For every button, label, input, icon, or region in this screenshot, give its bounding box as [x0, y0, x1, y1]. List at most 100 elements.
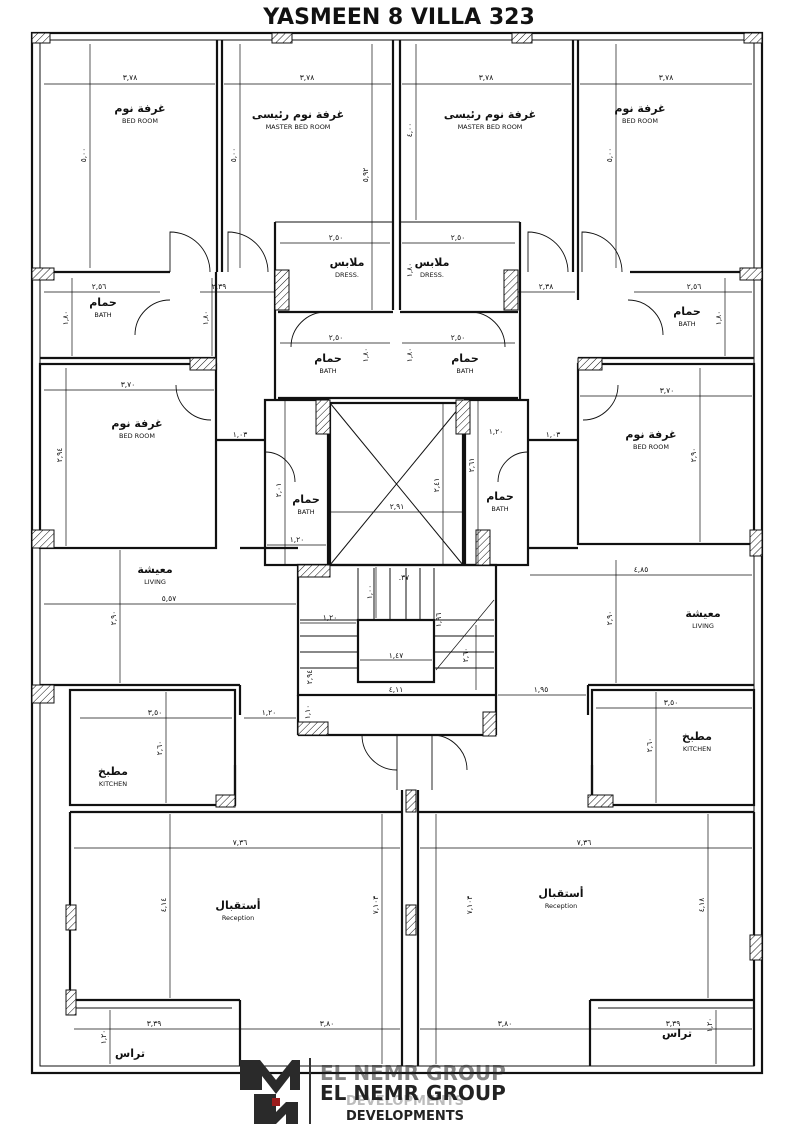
dimension-label: ٢,٦٠ — [461, 648, 470, 662]
dimension-label: ٣,٧٨ — [659, 73, 673, 82]
dimension-label: ٢,٦١ — [467, 458, 476, 472]
room-name-ar: ملابس — [415, 256, 450, 269]
dimension-label: ٣,٧٨ — [300, 73, 314, 82]
dimension-label: ٢,٩١ — [390, 502, 404, 511]
dimension-label: ٣,٣٩ — [666, 1019, 680, 1028]
dimension-label: ١,٢٠ — [489, 427, 503, 436]
dimension-label: ٧,٣٦ — [577, 838, 591, 847]
room-name-ar: تراس — [662, 1027, 692, 1040]
dimension-label: ٧,٣٦ — [233, 838, 247, 847]
room-name-ar: مطبخ — [682, 730, 712, 743]
room-name-en: BATH — [297, 508, 314, 516]
room-name-ar: معيشة — [685, 607, 720, 620]
dimension-label: ٥,٥٧ — [162, 594, 176, 603]
room-name-en: BED ROOM — [633, 443, 669, 451]
dimension-label: ٢,٠١ — [274, 483, 283, 497]
dimension-label: ٢,٩٠ — [605, 611, 614, 625]
dimension-label: ٥,٠٠ — [605, 148, 614, 162]
dimension-label: ٢,٤١ — [432, 478, 441, 492]
dimension-label: ١,١٠ — [303, 705, 312, 719]
dimension-label: ٤,١٨ — [697, 898, 706, 912]
dimension-label: ٢,٣٩ — [212, 282, 226, 291]
brand-name-shadow: EL NEMR GROUP — [320, 1061, 506, 1085]
dimension-label: ٢,٩٠ — [689, 448, 698, 462]
dimension-label: ٢,٩٠ — [109, 611, 118, 625]
dimension-label: ١,٢٠ — [705, 1018, 714, 1032]
room-name-en: MASTER BED ROOM — [458, 123, 523, 131]
dimension-label: ٥,٩٢ — [361, 168, 370, 182]
dimension-label: ١,٤٧ — [389, 651, 403, 660]
brand-subtitle-shadow: DEVELOPMENTS — [346, 1094, 464, 1109]
room-name-en: MASTER BED ROOM — [266, 123, 331, 131]
room-label-master-r: غرفة نوم رئيسى MASTER BED ROOM — [444, 108, 536, 131]
room-name-en: LIVING — [144, 578, 166, 586]
dimension-label: ٤,٠٠ — [405, 123, 414, 137]
room-name-ar: غرفة نوم — [614, 102, 665, 115]
dimension-label: ٢,٦٠ — [155, 741, 164, 755]
dimension-label: ٧,١٠٣ — [371, 896, 380, 915]
plan-title: YASMEEN 8 VILLA 323 — [262, 5, 535, 30]
dimension-label: ٢,٦٠ — [645, 738, 654, 752]
brand-logo: EL NEMR GROUP EL NEMR GROUP DEVELOPMENTS… — [240, 1058, 506, 1124]
room-name-ar: غرفة نوم رئيسى — [252, 108, 344, 121]
dimension-label: ١,٢٠ — [99, 1030, 108, 1044]
outer-walls — [30, 31, 764, 1075]
room-name-ar: حمام — [451, 352, 479, 365]
room-name-ar: معيشة — [137, 563, 172, 576]
columns — [31, 32, 763, 1016]
dimension-label: ٢,٥٦ — [687, 282, 701, 291]
dimension-label: ٢,٩٤ — [55, 448, 64, 462]
room-name-en: KITCHEN — [683, 745, 711, 753]
dimension-label: ٧,١٠٣ — [465, 896, 474, 915]
brand-name: EL NEMR GROUP — [320, 1081, 506, 1105]
dimension-label: ١,٠٣ — [233, 430, 247, 439]
room-label-master-l: غرفة نوم رئيسى MASTER BED ROOM — [252, 108, 344, 131]
room-name-ar: ملابس — [330, 256, 365, 269]
room-name-ar: حمام — [673, 305, 701, 318]
room-name-ar: مطبخ — [98, 765, 128, 778]
room-name-ar: غرفة نوم رئيسى — [444, 108, 536, 121]
dimension-label: ١,٩٥ — [534, 685, 548, 694]
dimension-label: ٤,١١ — [389, 685, 403, 694]
room-name-en: BATH — [94, 311, 111, 319]
dimension-label: ١,٩٦ — [434, 613, 443, 627]
room-label-terrace-r: تراس — [662, 1027, 692, 1040]
dimension-label: ٢,٥٠ — [451, 233, 465, 242]
interior-walls — [38, 40, 756, 1066]
room-label-terrace-l: تراس — [115, 1047, 145, 1060]
dimension-label: ٣,٨٠ — [498, 1019, 512, 1028]
room-name-en: BED ROOM — [119, 432, 155, 440]
dimension-label: ٥,٠٠ — [229, 148, 238, 162]
dimension-label: ٢,٣٨ — [539, 282, 553, 291]
room-label-dress-r: ملابس DRESS. — [415, 256, 450, 279]
room-name-en: DRESS. — [420, 271, 444, 279]
room-name-ar: حمام — [314, 352, 342, 365]
room-name-en: DRESS. — [335, 271, 359, 279]
dimension-label: ١,٠٠ — [365, 585, 374, 599]
dimension-label: ٢,٩٤ — [305, 670, 314, 684]
dimension-label: ١,٢٠ — [323, 613, 337, 622]
room-label-kitchen-r: مطبخ KITCHEN — [682, 730, 712, 753]
dimension-label: ٣,٧٠ — [660, 386, 674, 395]
room-label-dress-l: ملابس DRESS. — [330, 256, 365, 279]
room-label-bath-l2: حمام BATH — [314, 352, 342, 375]
brand-subtitle: DEVELOPMENTS — [346, 1109, 464, 1124]
room-name-ar: تراس — [115, 1047, 145, 1060]
room-name-en: BATH — [319, 367, 336, 375]
dimension-label: ٣,٨٠ — [320, 1019, 334, 1028]
dimension-label: ٣,٥٠ — [664, 698, 678, 707]
room-name-en: Reception — [545, 902, 577, 910]
dimension-label: ١,٢٠ — [290, 535, 304, 544]
dimension-label: ١,٨٠ — [361, 348, 370, 362]
dimension-lines — [44, 44, 752, 1064]
dimension-label: ٢,٥٠ — [329, 233, 343, 242]
